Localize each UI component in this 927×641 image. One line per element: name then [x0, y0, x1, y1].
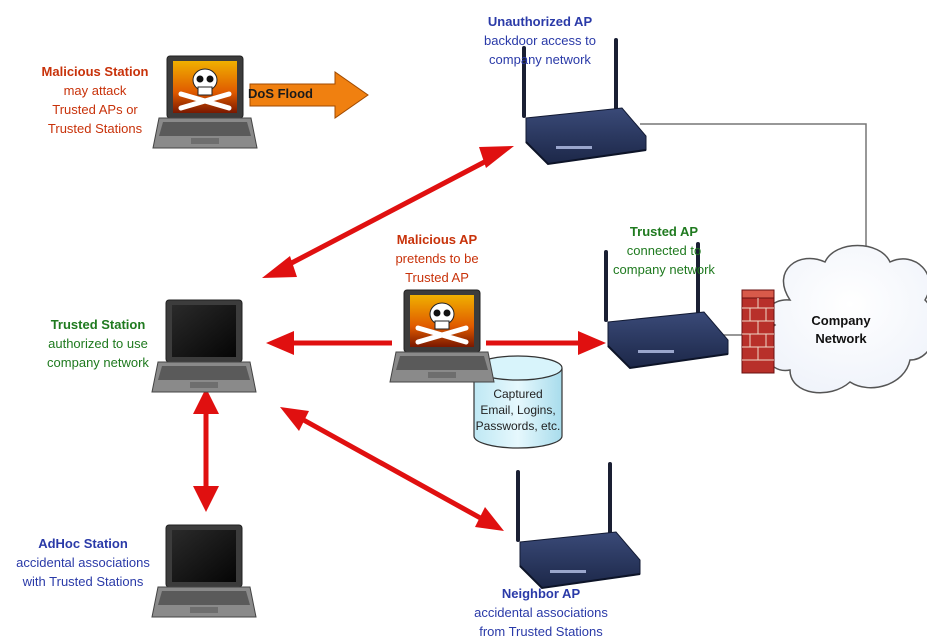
unauthorized-ap-label: Unauthorized AP backdoor access to compa… — [450, 12, 630, 69]
malicious-ap-title: Malicious AP — [396, 232, 478, 247]
company-network-label: Company Network — [793, 312, 889, 348]
arrow-trusted-station-neighbor-ap — [280, 407, 504, 531]
malicious-station-title: Malicious Station — [41, 64, 149, 79]
captured-data-line: Email, Logins, — [480, 403, 556, 417]
dos-flood-label: DoS Flood — [248, 86, 313, 101]
unauthorized-ap-line: backdoor access to — [483, 33, 596, 48]
captured-data-cylinder — [473, 355, 563, 449]
malicious-station-line: Trusted Stations — [47, 121, 143, 136]
neighbor-ap-label: Neighbor AP accidental associations from… — [455, 584, 627, 641]
adhoc-station-line: accidental associations — [16, 555, 150, 570]
captured-data-label: Captured Email, Logins, Passwords, etc. — [470, 386, 566, 434]
malicious-ap-line: pretends to be — [395, 251, 479, 266]
trusted-ap-line: connected to — [626, 243, 702, 258]
malicious-station-line: Trusted APs or — [52, 102, 138, 117]
trusted-ap-line: company network — [613, 262, 715, 277]
trusted-station-line: authorized to use — [48, 336, 148, 351]
malicious-ap-laptop-icon — [390, 290, 494, 382]
malicious-ap-line: Trusted AP — [405, 270, 469, 285]
arrow-trusted-station-unauthorized-ap — [262, 146, 514, 278]
trusted-ap-title: Trusted AP — [629, 224, 699, 239]
adhoc-station-line: with Trusted Stations — [22, 574, 144, 589]
captured-data-line: Passwords, etc. — [475, 419, 561, 433]
arrow-trusted-station-adhoc-station — [193, 388, 219, 512]
neighbor-ap-line: accidental associations — [474, 605, 608, 620]
arrow-malicious-ap-trusted-station — [266, 331, 392, 355]
captured-data-line: Captured — [493, 387, 543, 401]
unauthorized-ap-line: company network — [489, 52, 591, 67]
trusted-station-line: company network — [47, 355, 149, 370]
trusted-station-title: Trusted Station — [50, 317, 146, 332]
adhoc-station-title: AdHoc Station — [38, 536, 128, 551]
company-network-line: Network — [815, 331, 867, 346]
unauthorized-ap-title: Unauthorized AP — [487, 14, 593, 29]
arrow-malicious-ap-trusted-ap — [486, 331, 606, 355]
trusted-ap-label: Trusted AP connected to company network — [584, 222, 744, 279]
company-network-line: Company — [811, 313, 871, 328]
adhoc-station-label: AdHoc Station accidental associations wi… — [0, 534, 166, 591]
dos-flood-arrow — [249, 71, 369, 119]
neighbor-ap-title: Neighbor AP — [501, 586, 581, 601]
firewall-icon — [741, 289, 775, 374]
adhoc-station-laptop-icon — [151, 524, 257, 618]
malicious-station-label: Malicious Station may attack Trusted APs… — [20, 62, 170, 138]
neighbor-ap-line: from Trusted Stations — [479, 624, 603, 639]
malicious-ap-label: Malicious AP pretends to be Trusted AP — [362, 230, 512, 287]
trusted-station-label: Trusted Station authorized to use compan… — [18, 315, 178, 372]
malicious-station-line: may attack — [63, 83, 127, 98]
neighbor-ap-router-icon — [515, 461, 641, 589]
uplink-unauthorized-ap — [640, 123, 867, 262]
